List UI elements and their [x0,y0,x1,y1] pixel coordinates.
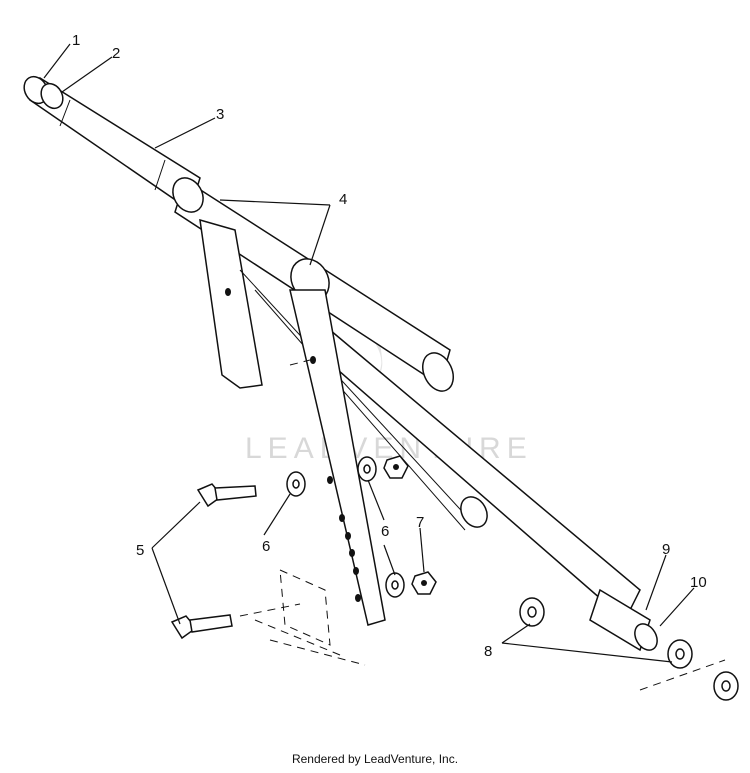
callout-6-left: 6 [262,538,270,555]
washer-right-lower [385,572,405,598]
callout-8: 8 [484,643,492,660]
washer-end-1 [519,597,545,627]
washer-end-2 [667,639,693,669]
left-bracket [199,218,471,531]
mounting-plate-ghost [254,569,366,666]
nut-lower [411,571,437,595]
callout-7: 7 [416,514,424,531]
washer-end-3 [713,671,739,701]
callout-6-right: 6 [381,523,389,540]
bolt-lower [170,603,301,640]
callout-3: 3 [216,106,224,123]
center-plate [289,289,386,626]
callout-10: 10 [690,574,707,591]
callout-1: 1 [72,32,80,49]
callout-5: 5 [136,542,144,559]
callout-9: 9 [662,541,670,558]
leader-lines [43,43,695,663]
lower-tube [313,328,658,652]
nut-upper [383,455,409,479]
washer-left [286,471,306,497]
callout-2: 2 [112,45,120,62]
footer-credit: Rendered by LeadVenture, Inc. [291,752,459,766]
callout-4: 4 [339,191,347,208]
washer-right-upper [357,456,377,482]
bolt-upper [196,483,257,508]
